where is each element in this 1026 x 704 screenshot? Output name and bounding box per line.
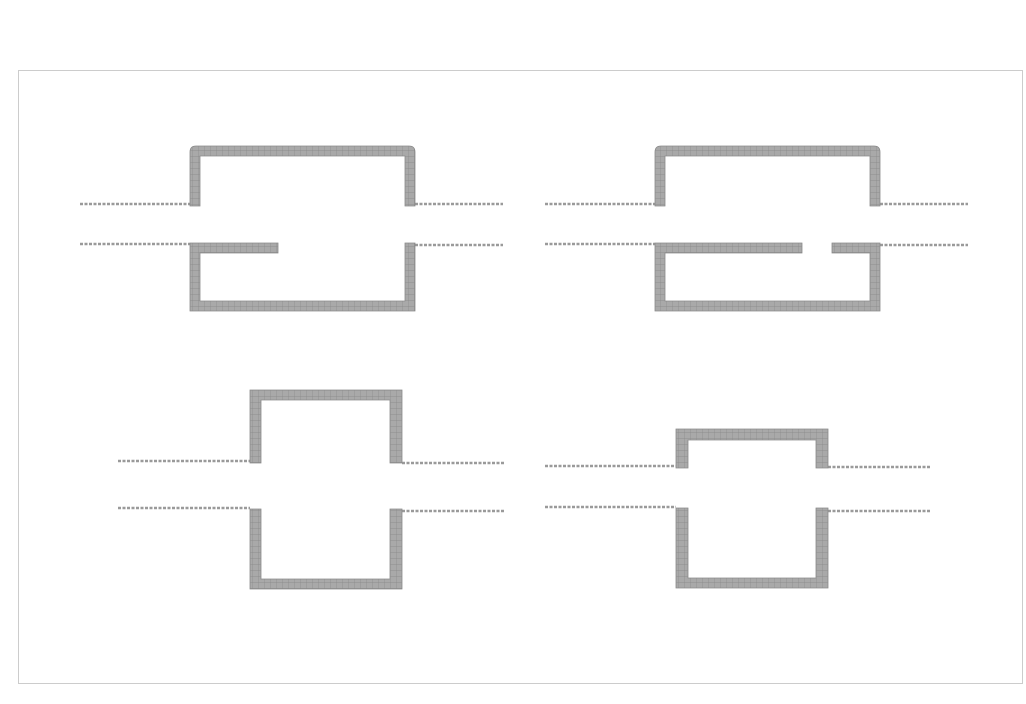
pipes [545,202,968,247]
pipes [545,464,931,513]
frame-border [18,70,1023,684]
upper-wall [189,145,416,207]
upper-wall [249,389,403,464]
lower-wall [675,507,829,589]
upper-wall [675,428,829,469]
chamber-top-right [545,145,968,312]
lower-wall [189,242,416,312]
pipes [80,202,503,247]
upper-wall [654,145,881,207]
lower-wall-left [654,242,881,312]
chamber-bottom-right [545,428,931,589]
pipes [118,459,505,513]
chamber-top-left [80,145,503,312]
lower-wall [249,508,403,590]
chamber-bottom-left [118,389,505,590]
